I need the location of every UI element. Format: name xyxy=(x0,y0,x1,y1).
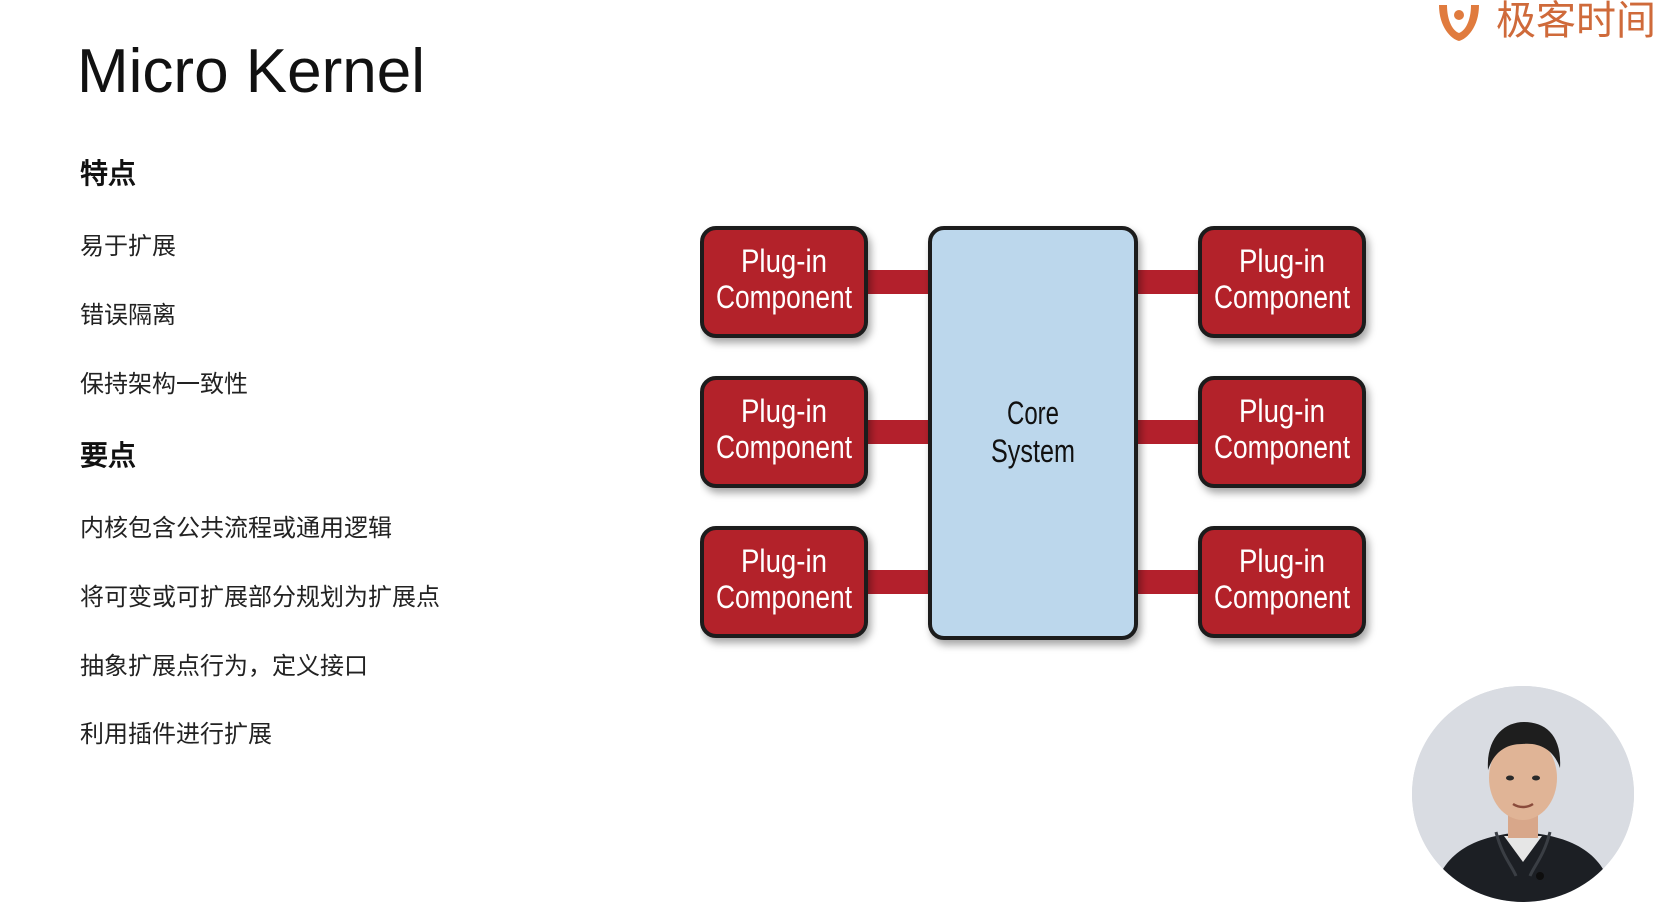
keypoint-item: 内核包含公共流程或通用逻辑 xyxy=(80,514,392,542)
connector-left-2 xyxy=(860,420,936,444)
plugin-label-line2: Component xyxy=(1214,579,1350,615)
connector-left-3 xyxy=(860,570,936,594)
plugin-label-line2: Component xyxy=(716,279,852,315)
plugin-label-line2: Component xyxy=(1214,429,1350,465)
core-system-box xyxy=(928,226,1138,640)
feature-item: 错误隔离 xyxy=(80,301,176,329)
plugin-label-line1: Plug-in xyxy=(1239,393,1325,429)
core-label-line2: System xyxy=(991,433,1075,469)
presenter-video xyxy=(1412,686,1634,902)
plugin-component-right-3 xyxy=(1198,526,1366,638)
keypoint-item: 抽象扩展点行为，定义接口 xyxy=(80,652,368,680)
microkernel-diagram: Core System Plug-in Component Plug-in Co… xyxy=(700,226,1366,640)
section-heading-features: 特点 xyxy=(80,157,137,190)
presenter-avatar xyxy=(1412,686,1634,902)
logo-icon xyxy=(1439,5,1480,41)
plugin-label-line1: Plug-in xyxy=(741,393,827,429)
core-label-line1: Core xyxy=(1007,395,1059,431)
connector-right-1 xyxy=(1132,270,1208,294)
plugin-label-line2: Component xyxy=(716,429,852,465)
keypoint-item: 利用插件进行扩展 xyxy=(80,720,272,748)
connector-right-3 xyxy=(1132,570,1208,594)
plugin-component-left-3 xyxy=(700,526,868,638)
plugin-label-line1: Plug-in xyxy=(1239,243,1325,279)
brand-logo: 极客时间 xyxy=(1433,0,1656,44)
plugin-label-line1: Plug-in xyxy=(1239,543,1325,579)
connector-left-1 xyxy=(860,270,936,294)
plugin-component-right-1 xyxy=(1198,226,1366,338)
plugin-component-right-2 xyxy=(1198,376,1366,488)
plugin-label-line1: Plug-in xyxy=(741,243,827,279)
keypoint-item: 将可变或可扩展部分规划为扩展点 xyxy=(80,583,440,611)
logo-text: 极客时间 xyxy=(1496,0,1656,44)
plugin-component-left-1 xyxy=(700,226,868,338)
plugin-label-line1: Plug-in xyxy=(741,543,827,579)
plugin-label-line2: Component xyxy=(716,579,852,615)
plugin-component-left-2 xyxy=(700,376,868,488)
section-heading-keypoints: 要点 xyxy=(80,439,137,472)
feature-item: 保持架构一致性 xyxy=(80,370,248,398)
plugin-label-line2: Component xyxy=(1214,279,1350,315)
slide-title: Micro Kernel xyxy=(77,37,425,106)
connector-right-2 xyxy=(1132,420,1208,444)
feature-item: 易于扩展 xyxy=(80,232,176,260)
